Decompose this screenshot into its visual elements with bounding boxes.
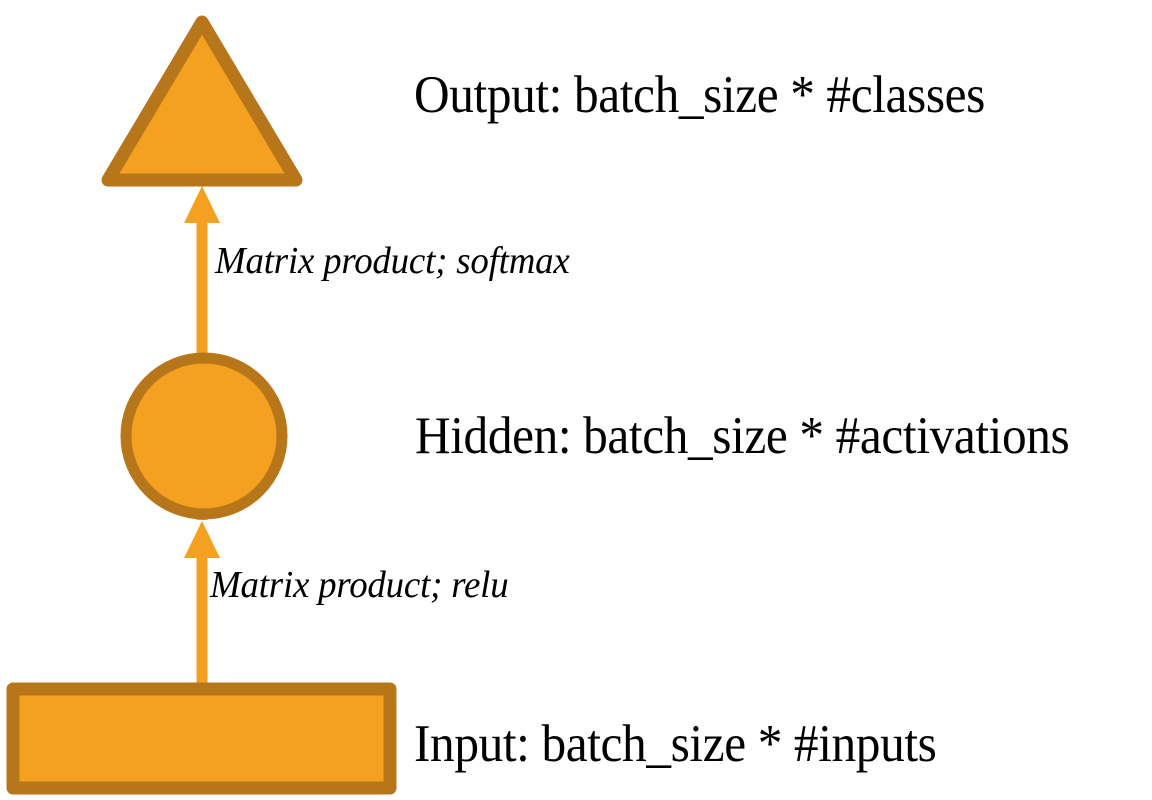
node-label-input: Input: batch_size * #inputs — [414, 715, 937, 773]
edge-label-input-to-hidden: Matrix product; relu — [210, 564, 509, 606]
rectangle-shape — [6, 682, 397, 795]
node-label-hidden: Hidden: batch_size * #activations — [415, 407, 1070, 465]
edge-input-to-hidden-arrow — [184, 521, 220, 690]
circle-shape — [120, 352, 288, 520]
triangle-shape — [101, 15, 303, 187]
node-label-output: Output: batch_size * #classes — [414, 66, 985, 124]
edge-label-hidden-to-output: Matrix product; softmax — [215, 240, 570, 282]
